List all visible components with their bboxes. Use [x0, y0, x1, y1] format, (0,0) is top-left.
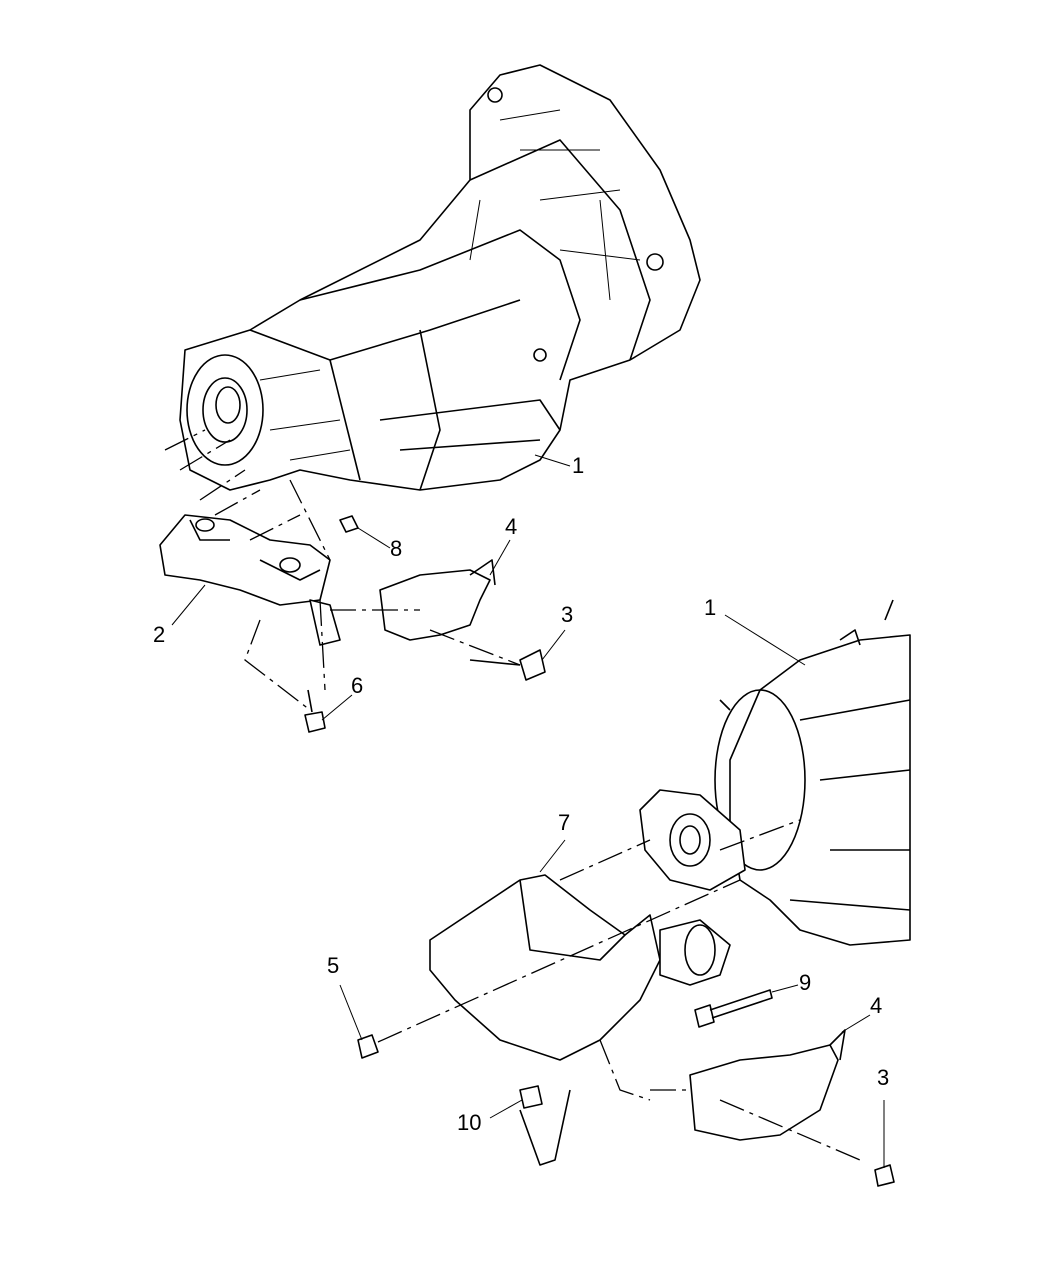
transmission-lower [639, 599, 911, 946]
callout-4-lower: 4 [870, 993, 883, 1018]
mount-bracket-lower [357, 819, 895, 1187]
callout-6: 6 [351, 673, 364, 698]
transmission-upper [179, 64, 701, 491]
callout-3-lower: 3 [877, 1065, 890, 1090]
mount-bracket-upper [159, 429, 546, 733]
callout-10: 10 [457, 1110, 482, 1135]
callout-1-transmission-lower: 1 [704, 595, 717, 620]
callout-5: 5 [327, 953, 340, 978]
callout-7: 7 [558, 810, 571, 835]
callout-8: 8 [390, 536, 403, 561]
callout-9: 9 [799, 970, 812, 995]
callout-1-transmission-upper: 1 [572, 453, 585, 478]
callout-2: 2 [153, 622, 166, 647]
leader-lines [171, 454, 885, 1168]
callout-3-upper: 3 [561, 602, 574, 627]
callout-4-upper: 4 [505, 514, 518, 539]
